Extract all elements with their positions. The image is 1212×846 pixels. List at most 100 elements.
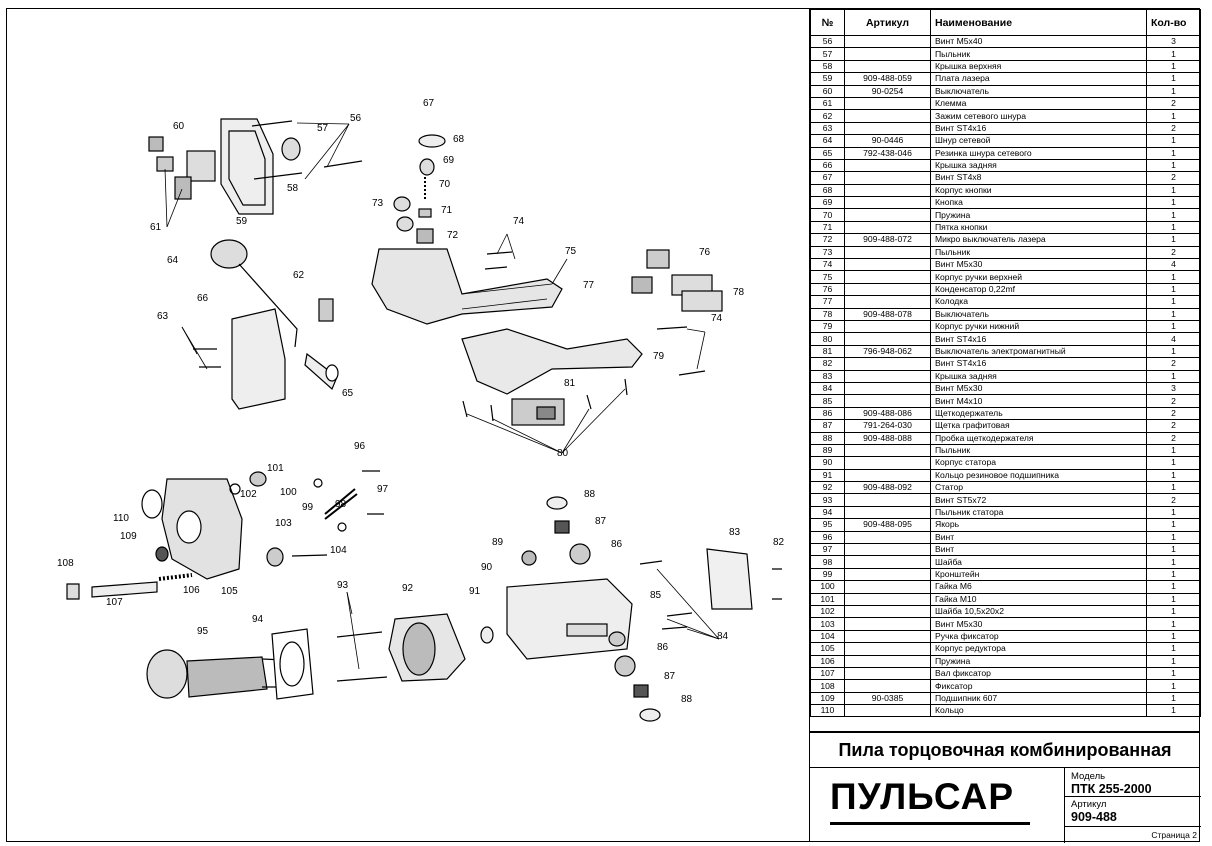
cell-qty: 1 xyxy=(1146,481,1201,495)
cell-qty: 1 xyxy=(1146,679,1201,693)
cell-name: Пятка кнопки xyxy=(930,220,1147,235)
callout-62: 62 xyxy=(293,270,305,281)
cell-qty: 1 xyxy=(1146,443,1201,458)
cell-article xyxy=(844,258,931,272)
cell-num: 103 xyxy=(810,617,845,631)
upper-handle-part xyxy=(371,134,563,325)
cell-name: Винт M5x30 xyxy=(930,258,1147,272)
cell-num: 78 xyxy=(810,307,845,322)
cell-num: 69 xyxy=(810,196,845,210)
cell-num: 104 xyxy=(810,629,845,644)
cell-article xyxy=(844,493,931,507)
callout-90: 90 xyxy=(481,562,493,573)
cell-name: Корпус ручки верхней xyxy=(930,270,1147,284)
callout-92: 92 xyxy=(402,583,414,594)
model-value: ПТК 255-2000 xyxy=(1071,782,1152,796)
cell-article xyxy=(844,654,931,668)
callout-101: 101 xyxy=(267,463,284,474)
cell-article xyxy=(844,542,931,557)
cell-article: 90-0446 xyxy=(844,134,931,148)
cell-num: 76 xyxy=(810,282,845,297)
cell-name: Якорь xyxy=(930,518,1147,532)
cell-qty: 1 xyxy=(1146,518,1201,532)
cell-num: 105 xyxy=(810,642,845,656)
cell-name: Кнопка xyxy=(930,196,1147,210)
cell-num: 73 xyxy=(810,245,845,260)
cell-qty: 1 xyxy=(1146,629,1201,644)
cell-article xyxy=(844,96,931,111)
armature-part xyxy=(146,628,388,700)
cell-qty: 1 xyxy=(1146,208,1201,222)
cell-num: 77 xyxy=(810,295,845,309)
callout-94: 94 xyxy=(252,614,264,625)
cell-name: Корпус кнопки xyxy=(930,183,1147,198)
cell-name: Винт ST4x16 xyxy=(930,357,1147,371)
cell-qty: 1 xyxy=(1146,542,1201,557)
callout-85: 85 xyxy=(650,590,662,601)
cell-article xyxy=(844,47,931,61)
cell-qty: 2 xyxy=(1146,171,1201,185)
callout-106: 106 xyxy=(183,585,200,596)
cell-article xyxy=(844,59,931,74)
cell-num: 109 xyxy=(810,691,845,706)
cell-num: 65 xyxy=(810,146,845,160)
cell-qty: 1 xyxy=(1146,344,1201,359)
callout-109: 109 xyxy=(120,531,137,542)
cell-num: 108 xyxy=(810,679,845,693)
callout-91: 91 xyxy=(469,586,481,597)
cell-num: 86 xyxy=(810,406,845,421)
cell-qty: 1 xyxy=(1146,617,1201,631)
cell-num: 106 xyxy=(810,654,845,668)
callout-56: 56 xyxy=(350,113,362,124)
cell-article xyxy=(844,121,931,136)
cell-qty: 1 xyxy=(1146,654,1201,668)
exploded-view-diagram: 56 57 58 59 60 61 62 63 64 65 66 67 68 6… xyxy=(7,9,809,841)
cell-num: 87 xyxy=(810,419,845,433)
drawing-sheet: 56 57 58 59 60 61 62 63 64 65 66 67 68 6… xyxy=(6,8,1201,843)
cell-num: 95 xyxy=(810,518,845,532)
cell-name: Винт xyxy=(930,542,1147,557)
cell-num: 97 xyxy=(810,542,845,557)
cell-name: Выключатель xyxy=(930,307,1147,322)
cell-name: Щеткодержатель xyxy=(930,406,1147,421)
cell-name: Конденсатор 0,22mf xyxy=(930,282,1147,297)
lower-handle-part xyxy=(461,249,723,426)
cell-num: 79 xyxy=(810,319,845,334)
cell-num: 63 xyxy=(810,121,845,136)
cell-name: Кольцо резиновое подшипника xyxy=(930,468,1147,483)
article-label: Артикул xyxy=(1071,799,1107,810)
cell-name: Винт ST4x16 xyxy=(930,332,1147,346)
cell-name: Корпус ручки нижний xyxy=(930,319,1147,334)
cell-name: Резинка шнура сетевого xyxy=(930,146,1147,160)
cell-article xyxy=(844,109,931,123)
header-qty: Кол-во xyxy=(1146,9,1201,36)
cell-num: 82 xyxy=(810,357,845,371)
cell-article xyxy=(844,332,931,346)
cell-qty: 1 xyxy=(1146,456,1201,470)
cell-name: Крышка верхняя xyxy=(930,59,1147,74)
cell-num: 70 xyxy=(810,208,845,222)
cell-num: 74 xyxy=(810,258,845,272)
cell-name: Винт ST4x8 xyxy=(930,171,1147,185)
cell-name: Микро выключатель лазера xyxy=(930,233,1147,247)
cell-num: 102 xyxy=(810,604,845,619)
cell-qty: 1 xyxy=(1146,146,1201,160)
table-header-row: № Артикул Наименование Кол-во xyxy=(810,9,1201,36)
callout-100: 100 xyxy=(280,487,297,498)
cell-name: Корпус статора xyxy=(930,456,1147,470)
cell-qty: 3 xyxy=(1146,381,1201,396)
cell-qty: 2 xyxy=(1146,406,1201,421)
cell-qty: 1 xyxy=(1146,183,1201,198)
